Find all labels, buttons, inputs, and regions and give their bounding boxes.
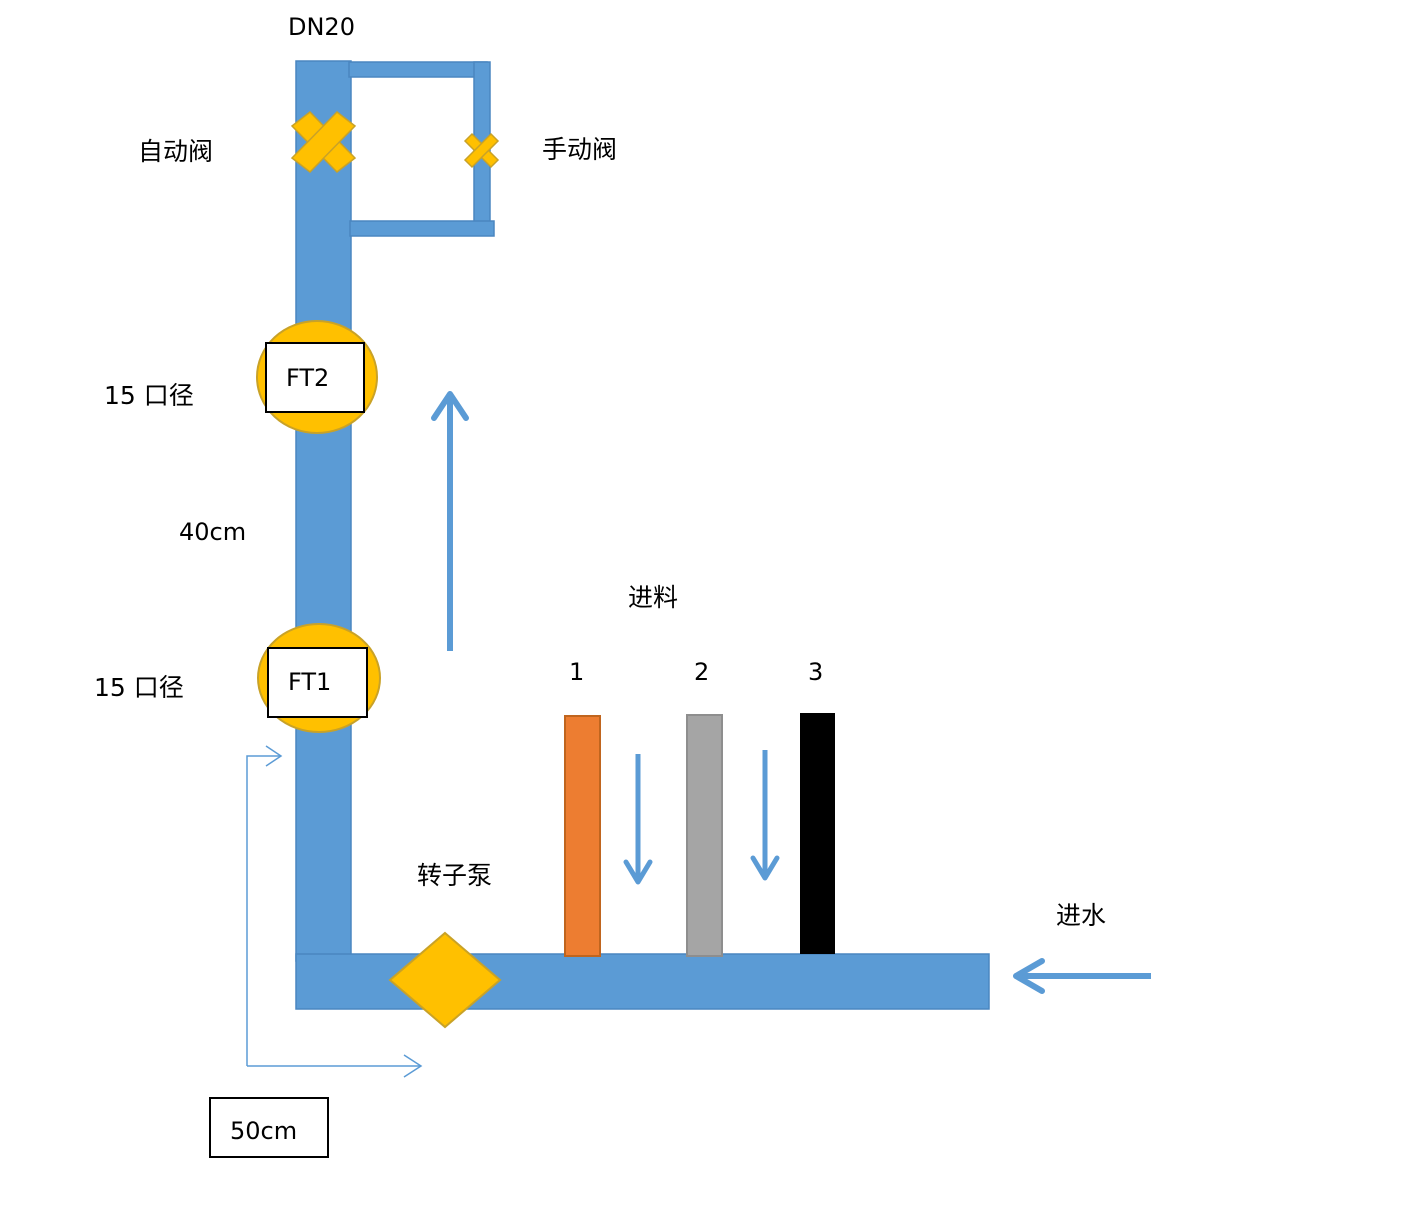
ft2-label: FT2 [286, 364, 329, 392]
feed-tube-2-number: 2 [694, 658, 709, 686]
feed-tube-1-number: 1 [569, 658, 584, 686]
ft2-box [265, 342, 365, 413]
feed-tube-3 [800, 713, 835, 954]
feed-tube-2 [686, 714, 723, 957]
auto-valve-icon[interactable] [290, 110, 357, 174]
distance-vertical-label: 40cm [179, 518, 246, 546]
distance-horizontal-label: 50cm [230, 1117, 297, 1145]
manual-valve-icon[interactable] [463, 132, 500, 169]
feed-label: 进料 [628, 583, 678, 612]
ft1-caliber-label: 15 口径 [94, 673, 184, 702]
dimension-lines [246, 745, 423, 1078]
distance-horizontal-box [209, 1097, 329, 1158]
bypass-top-pipe [348, 61, 488, 78]
ft1-label: FT1 [288, 668, 331, 696]
feed-tube-3-number: 3 [808, 658, 823, 686]
manual-valve-label: 手动阀 [542, 135, 617, 164]
rotor-pump-icon[interactable] [388, 931, 502, 1029]
ft1-box [267, 647, 368, 718]
main-vertical-pipe [295, 60, 352, 962]
feed-tube-1 [564, 715, 601, 957]
flow-meter-ft1[interactable]: FT1 [257, 623, 381, 733]
ft2-caliber-label: 15 口径 [104, 381, 194, 410]
water-inlet-arrow-icon [1013, 958, 1151, 994]
upward-flow-arrow-icon [431, 391, 469, 651]
water-inlet-label: 进水 [1056, 901, 1106, 930]
rotor-pump-label: 转子泵 [417, 861, 492, 890]
feed-down-arrow-1-icon [623, 754, 653, 885]
pipe-size-label: DN20 [288, 13, 355, 41]
feed-down-arrow-2-icon [750, 750, 780, 881]
bypass-bottom-pipe [349, 220, 495, 237]
auto-valve-label: 自动阀 [138, 137, 213, 166]
flow-meter-ft2[interactable]: FT2 [256, 320, 378, 434]
